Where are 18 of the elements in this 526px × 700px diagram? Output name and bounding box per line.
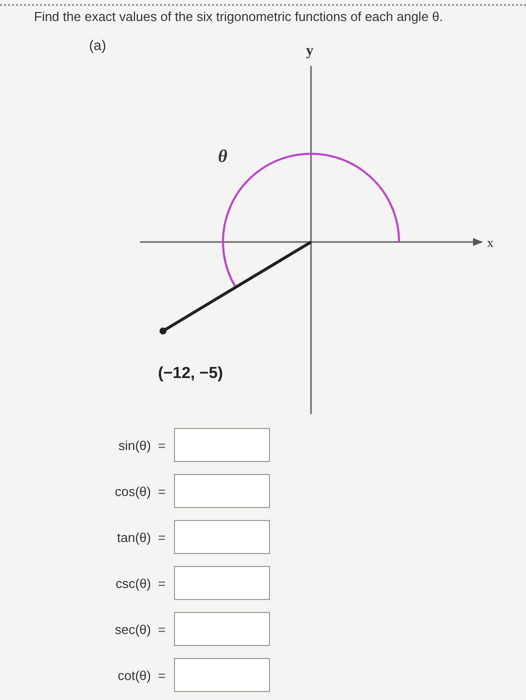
point-label: (−12, −5) — [158, 366, 223, 382]
function-label: cot(θ) — [118, 669, 151, 682]
part-label: (a) — [89, 38, 106, 52]
equals-sign: = — [158, 485, 166, 498]
equals-sign: = — [158, 669, 166, 682]
axis-label: y — [306, 44, 314, 59]
equals-sign: = — [158, 577, 166, 590]
equals-sign: = — [158, 439, 166, 452]
function-label: sec(θ) — [114, 623, 151, 636]
function-label: tan(θ) — [117, 531, 151, 544]
instruction-text: Find the exact values of the six trigonometric functions of each angle θ. — [34, 9, 444, 24]
angle-label: θ — [218, 147, 228, 165]
equals-sign: = — [158, 623, 166, 636]
function-label: cos(θ) — [114, 485, 151, 498]
axis-label: x — [487, 236, 494, 249]
function-label: csc(θ) — [116, 577, 151, 590]
function-label: sin(θ) — [118, 439, 151, 452]
equals-sign: = — [158, 531, 166, 544]
